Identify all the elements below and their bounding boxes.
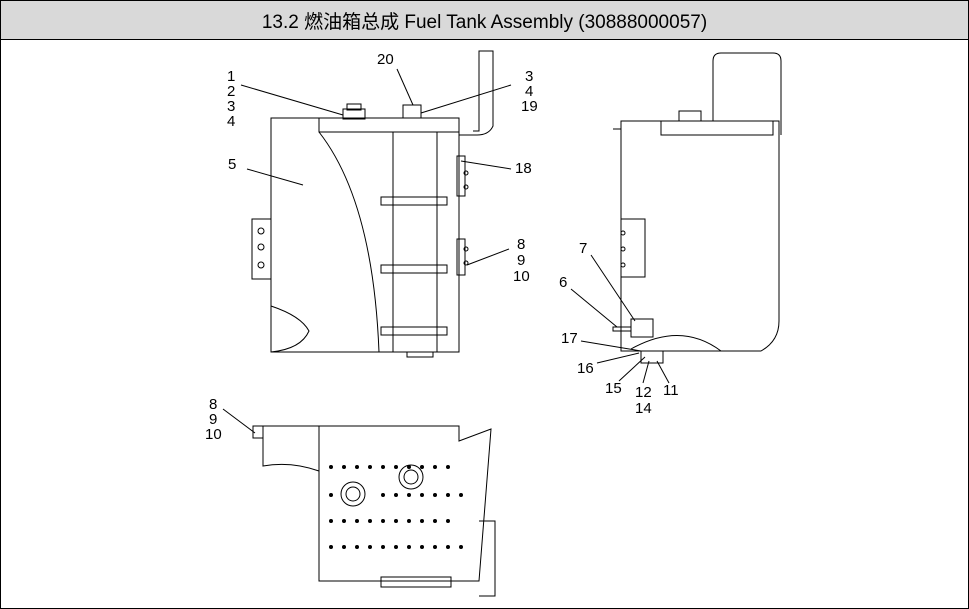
callout-20: 20 [377,51,394,68]
perforation-grid [329,465,463,549]
drain-filter [630,318,654,338]
callout-5: 5 [228,156,236,173]
callout-9-bottom: 9 [209,411,217,428]
front-view [251,50,494,358]
filler-cap [342,108,366,120]
callout-3-right: 3 [525,68,533,85]
callout-15: 15 [605,380,622,397]
tank-body-front [270,117,460,353]
bottom-view [252,425,496,597]
callout-4-right: 4 [525,83,533,100]
diagram-title: 13.2 燃油箱总成 Fuel Tank Assembly (308880000… [261,11,708,33]
callout-14: 14 [635,400,652,417]
callout-4: 4 [227,113,235,130]
tank-body-side [620,120,780,352]
callout-10-bottom: 10 [205,426,222,443]
callout-12: 12 [635,384,652,401]
callout-16: 16 [577,360,594,377]
callout-19: 19 [521,98,538,115]
callout-18: 18 [515,160,532,177]
callout-1: 1 [227,68,235,85]
tank-curve [318,131,380,353]
leader-lines [222,68,670,434]
callout-7: 7 [579,240,587,257]
tank-top-plate [318,117,460,133]
callout-9: 9 [517,252,525,269]
tank-lower-guard [270,305,310,353]
side-view [612,52,782,364]
diagram-title-bar: 13.2 燃油箱总成 Fuel Tank Assembly (308880000… [1,1,968,40]
level-sensor [402,104,422,119]
callout-17: 17 [561,330,578,347]
callout-2: 2 [227,83,235,100]
callout-3: 3 [227,98,235,115]
ladder-steps [380,196,448,336]
callout-8: 8 [517,236,525,253]
tank-body-bottom [318,425,492,582]
callout-6: 6 [559,274,567,291]
callout-11: 11 [663,382,679,399]
callout-10: 10 [513,268,530,285]
callout-8-bottom: 8 [209,396,217,413]
mount-bracket-left [251,218,272,280]
